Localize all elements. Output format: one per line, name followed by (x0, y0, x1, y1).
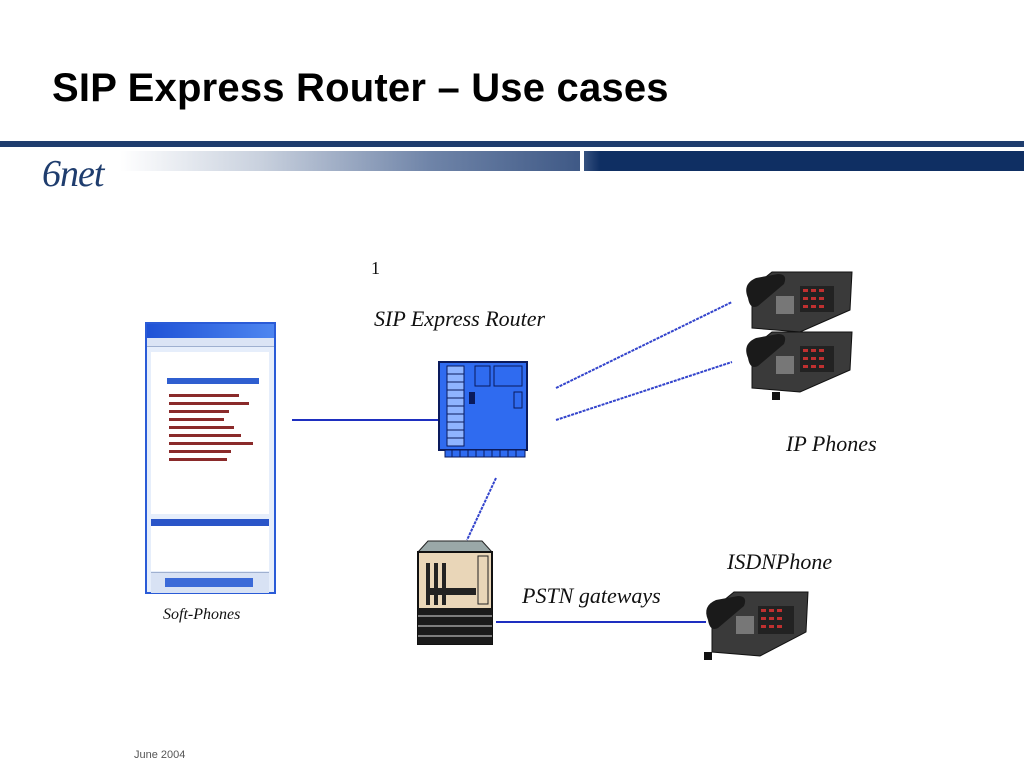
isdn-phone-label: ISDNPhone (727, 549, 833, 574)
router-ipphone-link-1 (555, 301, 733, 389)
contact-row (169, 418, 224, 421)
contact-row (169, 442, 253, 445)
contact-row (169, 394, 239, 397)
softphone-titlebar (147, 324, 274, 338)
softphone-selected-row (167, 378, 259, 384)
contact-row (169, 458, 227, 461)
router-label: SIP Express Router (374, 306, 546, 331)
footer-date: June 2004 (134, 749, 186, 761)
pstn-gateway-icon (416, 540, 494, 645)
soft-phones-label: Soft-Phones (163, 606, 241, 623)
router-icon (438, 361, 528, 458)
contact-row (169, 434, 241, 437)
stray-mark: 1 (371, 258, 380, 278)
messenger-logo (165, 578, 253, 587)
ip-phone-icon-1 (746, 271, 853, 333)
softphone-window-icon (145, 322, 276, 594)
contact-row (169, 410, 229, 413)
contact-row (169, 426, 234, 429)
softphone-tasks-panel (151, 519, 269, 571)
ip-phones-label: IP Phones (786, 431, 877, 456)
header-gradient-bar (0, 151, 1024, 171)
6net-logo: 6net (42, 153, 104, 195)
contact-row (169, 450, 231, 453)
router-ipphone-link-2 (555, 361, 733, 421)
contact-row (169, 402, 249, 405)
slide-title: SIP Express Router – Use cases (52, 66, 669, 110)
header-bar-gap (580, 151, 584, 171)
header-bar (0, 141, 1024, 147)
softphone-contact-list (151, 352, 269, 514)
softphone-brand-strip (151, 572, 269, 593)
pstn-gateways-label: PSTN gateways (522, 583, 661, 608)
isdn-phone-icon (704, 591, 809, 660)
router-gateway-link (466, 477, 497, 541)
ip-phone-icon-2 (746, 331, 853, 400)
softphone-menubar (147, 338, 274, 347)
softphone-tasks-header (151, 519, 269, 526)
